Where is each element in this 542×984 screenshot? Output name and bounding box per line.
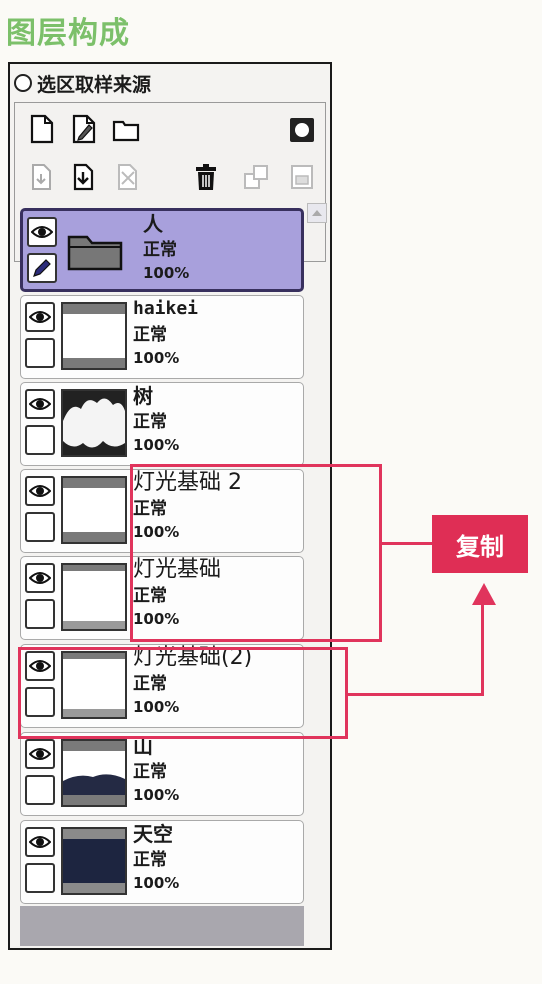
- eye-icon: [29, 572, 51, 584]
- merge-down-button[interactable]: [69, 161, 99, 193]
- edit-toggle[interactable]: [25, 687, 55, 717]
- layer-opacity: 100%: [133, 349, 180, 367]
- layer-opacity: 100%: [133, 523, 180, 541]
- transfer-down-button[interactable]: [27, 161, 57, 193]
- folder-icon: [67, 235, 123, 271]
- combine-icon: [291, 165, 313, 189]
- layer-blend-mode: 正常: [133, 499, 167, 519]
- layer-blend-mode: 正常: [143, 240, 177, 260]
- layer-thumbnail: [61, 302, 127, 370]
- layer-thumbnail: [61, 476, 127, 544]
- layer-blend-mode: 正常: [133, 850, 167, 870]
- new-document-icon: [30, 114, 54, 144]
- mask-icon: [290, 118, 314, 142]
- layer-name: 天空: [133, 822, 173, 846]
- edit-toggle[interactable]: [25, 775, 55, 805]
- eye-icon: [29, 660, 51, 672]
- layer-name: 灯光基础: [133, 557, 222, 582]
- layer-name: 树: [133, 384, 153, 408]
- copy-source-highlight: [130, 464, 382, 642]
- visibility-toggle[interactable]: [25, 739, 55, 769]
- layer-opacity: 100%: [133, 610, 180, 628]
- layer-blend-mode: 正常: [133, 586, 167, 606]
- sample-source-label: 选区取样来源: [37, 73, 152, 96]
- pen-document-icon: [72, 114, 96, 144]
- new-folder-button[interactable]: [111, 113, 141, 145]
- layer-panel: 选区取样来源: [8, 62, 332, 950]
- trash-icon: [196, 164, 216, 190]
- layer-name: 人: [143, 212, 163, 236]
- arrow-up-icon: [472, 583, 496, 605]
- merge-down-icon: [73, 163, 94, 191]
- edit-toggle[interactable]: [27, 253, 57, 283]
- move-selection-button[interactable]: [241, 161, 271, 193]
- layer-blend-mode: 正常: [133, 762, 167, 782]
- visibility-toggle[interactable]: [27, 217, 57, 247]
- visibility-toggle[interactable]: [25, 651, 55, 681]
- combine-layers-button[interactable]: [287, 161, 317, 193]
- layer-name: 灯光基础(2): [133, 645, 253, 670]
- visibility-toggle[interactable]: [25, 476, 55, 506]
- layer-item-mountain[interactable]: 山 正常 100%: [20, 732, 304, 816]
- visibility-toggle[interactable]: [25, 827, 55, 857]
- layer-opacity: 100%: [143, 264, 190, 282]
- layer-item-light-base[interactable]: 灯光基础 正常 100%: [20, 556, 304, 640]
- edit-toggle[interactable]: [25, 512, 55, 542]
- edit-toggle[interactable]: [25, 425, 55, 455]
- sample-source-option[interactable]: 选区取样来源: [14, 68, 151, 98]
- folder-icon: [112, 120, 140, 142]
- layer-thumbnail: [61, 739, 127, 807]
- annotation-connector: [481, 600, 484, 696]
- visibility-toggle[interactable]: [25, 302, 55, 332]
- layer-blend-mode: 正常: [133, 412, 167, 432]
- layer-thumbnail: [61, 563, 127, 631]
- new-layer-button[interactable]: [27, 113, 57, 145]
- layer-opacity: 100%: [133, 874, 180, 892]
- layer-opacity: 100%: [133, 786, 180, 804]
- layer-item-sky[interactable]: 天空 正常 100%: [20, 820, 304, 904]
- layer-list-empty-area: [20, 906, 304, 946]
- annotation-connector: [380, 542, 432, 545]
- layer-name: 山: [133, 734, 153, 758]
- eye-icon: [29, 485, 51, 497]
- copy-callout-label: 复制: [432, 515, 528, 573]
- transfer-down-icon: [32, 164, 51, 190]
- clear-icon: [118, 164, 137, 190]
- eye-icon: [31, 226, 53, 238]
- pencil-icon: [33, 259, 51, 277]
- visibility-toggle[interactable]: [25, 563, 55, 593]
- layer-item-folder[interactable]: 人 正常 100%: [20, 208, 304, 292]
- layer-opacity: 100%: [133, 436, 180, 454]
- layer-mask-button[interactable]: [287, 113, 317, 145]
- page-title: 图层构成: [6, 16, 130, 51]
- annotation-connector: [346, 693, 484, 696]
- layer-blend-mode: 正常: [133, 674, 167, 694]
- layer-opacity: 100%: [133, 698, 180, 716]
- scroll-up-button[interactable]: [307, 203, 327, 223]
- layer-item-light-base-2[interactable]: 灯光基础 2 正常 100%: [20, 469, 304, 553]
- edit-toggle[interactable]: [25, 338, 55, 368]
- delete-layer-button[interactable]: [191, 161, 221, 193]
- eye-icon: [29, 836, 51, 848]
- layer-thumbnail: [61, 389, 127, 457]
- edit-toggle[interactable]: [25, 863, 55, 893]
- copy-selection-icon: [244, 165, 268, 189]
- eye-icon: [29, 748, 51, 760]
- clear-layer-button[interactable]: [111, 161, 141, 193]
- layer-thumbnail: [61, 827, 127, 895]
- new-vector-layer-button[interactable]: [69, 113, 99, 145]
- layer-name: 灯光基础 2: [133, 470, 242, 495]
- copy-result-highlight: [18, 647, 348, 739]
- edit-toggle[interactable]: [25, 599, 55, 629]
- sample-source-radio[interactable]: [14, 74, 32, 92]
- visibility-toggle[interactable]: [25, 389, 55, 419]
- eye-icon: [29, 311, 51, 323]
- layer-name: haikei: [133, 298, 199, 319]
- layer-item-tree[interactable]: 树 正常 100%: [20, 382, 304, 466]
- layer-item-haikei[interactable]: haikei 正常 100%: [20, 295, 304, 379]
- layer-thumbnail: [61, 651, 127, 719]
- eye-icon: [29, 398, 51, 410]
- layer-item-light-base-copy[interactable]: 灯光基础(2) 正常 100%: [20, 644, 304, 728]
- layer-blend-mode: 正常: [133, 325, 167, 345]
